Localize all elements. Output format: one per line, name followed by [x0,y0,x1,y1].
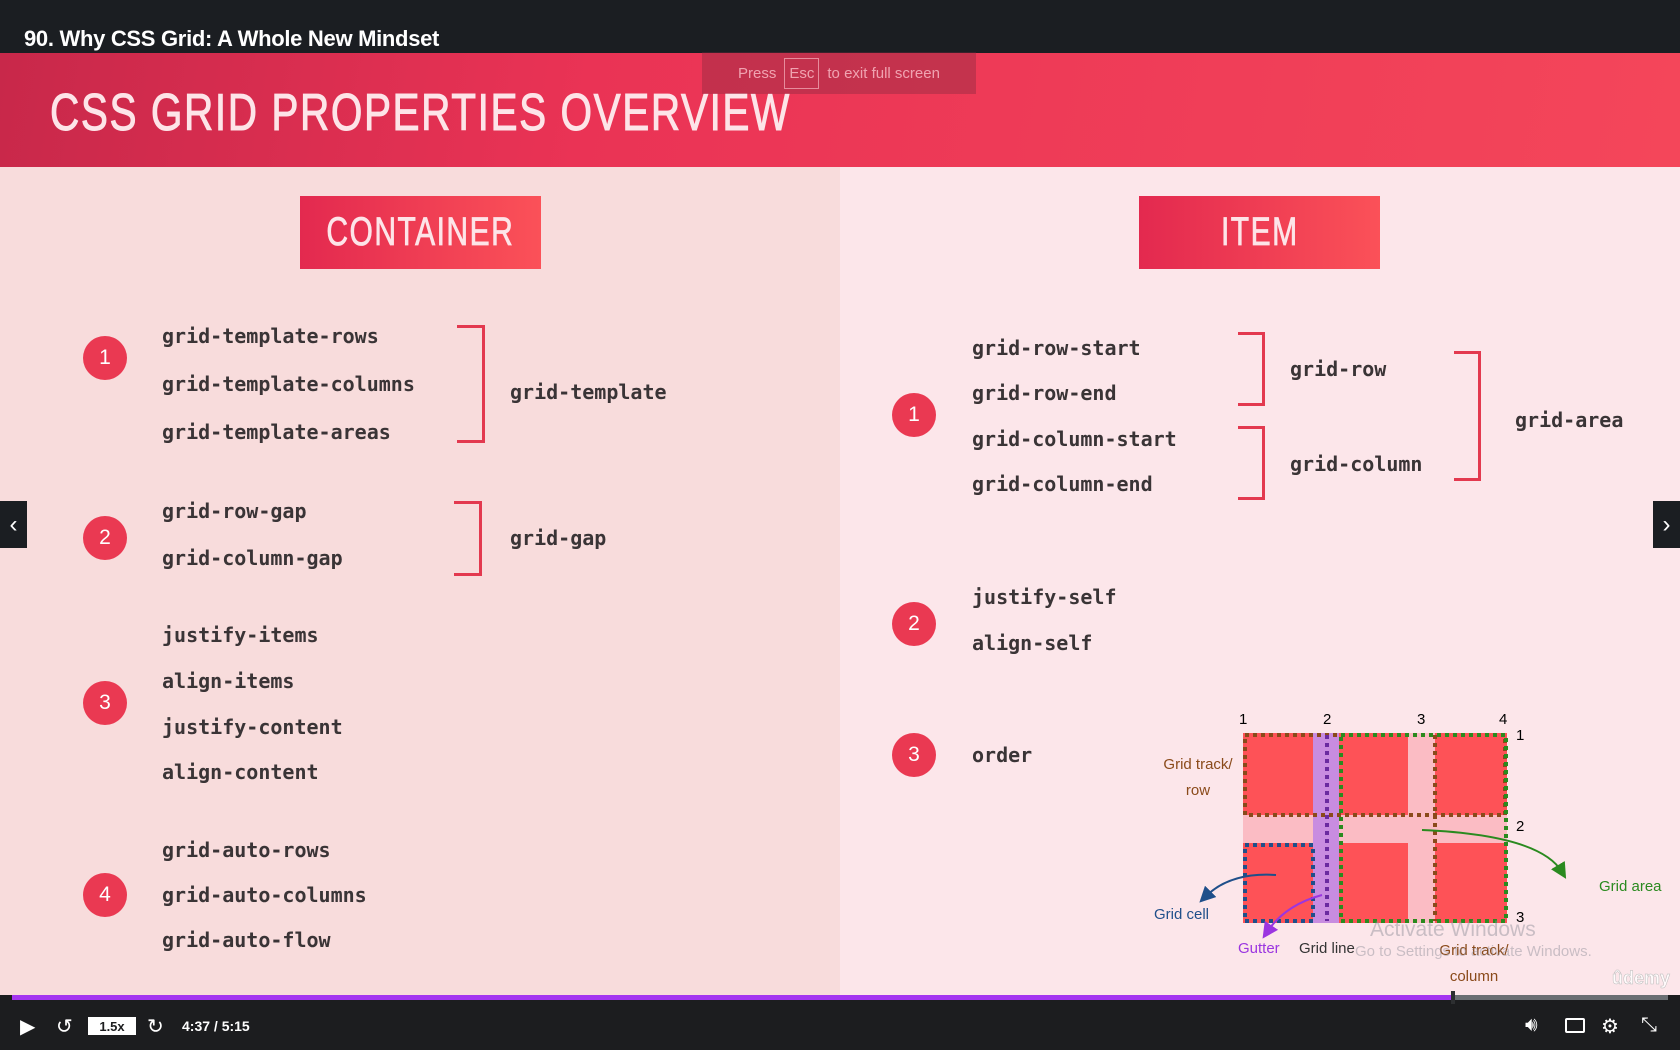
property: justify-content [162,715,343,739]
group-number-badge: 4 [83,873,127,917]
item-header: ITEM [1139,196,1380,269]
gutter-label: Gutter [1238,940,1280,957]
exit-fullscreen-icon[interactable]: ⤡ [1641,1014,1657,1036]
volume-icon[interactable]: 🔊︎ [1525,1014,1538,1036]
lecture-title: 90. Why CSS Grid: A Whole New Mindset [24,26,440,51]
esc-hint-suffix: to exit full screen [827,64,940,82]
group-number-badge: 3 [892,733,936,777]
bracket [457,325,485,443]
esc-key: Esc [784,57,820,89]
group-number-badge: 2 [83,516,127,560]
activate-windows-subtitle: Go to Settings to activate Windows. [1355,943,1592,960]
grid-cell [1435,843,1507,923]
play-icon[interactable]: ▶ [20,1016,36,1038]
row-line-number: 3 [1516,909,1525,926]
next-lecture-button[interactable]: › [1653,501,1680,548]
grid-cell [1435,733,1507,815]
grid-area-arrow [1421,829,1567,879]
property: grid-column-end [972,472,1153,496]
property: grid-template-rows [162,324,379,348]
bracket [454,501,482,576]
captions-icon[interactable] [1565,1018,1585,1033]
progress-handle[interactable] [1450,991,1455,1004]
property: grid-auto-columns [162,883,367,907]
group-number-badge: 1 [892,393,936,437]
grid-cell [1243,843,1313,923]
player-top-bar [0,0,1680,53]
shorthand: grid-column [1290,452,1423,476]
group-number-badge: 1 [83,336,127,380]
udemy-logo: ûdemy [1612,968,1671,989]
grid-cell [1339,843,1408,923]
row-line-number: 1 [1516,727,1525,744]
grid-track-column-label: Grid track/column [1436,938,1512,990]
property: justify-items [162,623,319,647]
column-line-number: 3 [1417,711,1426,728]
label-line: Grid track/ [1439,942,1509,959]
rewind-icon[interactable]: ↺ [56,1016,73,1038]
property: grid-auto-flow [162,928,331,952]
container-header-text: CONTAINER [326,210,515,255]
label-line: Grid track/ [1163,756,1233,773]
column-line-number: 4 [1499,711,1508,728]
exit-fullscreen-hint: Press Esc to exit full screen [702,52,976,94]
property: grid-template-areas [162,420,391,444]
property: grid-column-gap [162,546,343,570]
playback-speed-button[interactable]: 1.5x [88,1017,136,1035]
grid-cell [1243,733,1313,815]
activate-windows-title: Activate Windows [1370,918,1536,941]
grid-cell-outline [1243,843,1315,923]
shorthand: grid-gap [510,526,607,550]
column-line-number: 1 [1239,711,1248,728]
grid-cell [1339,733,1408,815]
property: justify-self [972,585,1117,609]
gutter-arrow [1262,894,1323,939]
group-number-badge: 2 [892,602,936,646]
slide-title: CSS GRID PROPERTIES OVERVIEW [50,84,791,143]
property: grid-row-start [972,336,1141,360]
grid-track-row-label: Grid track/row [1160,752,1236,804]
shorthand: grid-row [1290,357,1387,381]
bracket [1238,426,1265,500]
grid-line-label: Grid line [1299,940,1355,957]
property: grid-row-end [972,381,1117,405]
shorthand: grid-area [1515,408,1624,432]
slide-banner: CSS GRID PROPERTIES OVERVIEW [0,53,1680,167]
shorthand: grid-template [510,380,667,404]
gutter [1313,733,1339,923]
item-header-text: ITEM [1220,210,1299,255]
grid-cell-arrow [1199,873,1277,903]
property: grid-template-columns [162,372,415,396]
previous-lecture-button[interactable]: ‹ [0,501,27,548]
property: grid-column-start [972,427,1177,451]
container-header: CONTAINER [300,196,541,269]
grid-cell-label: Grid cell [1154,906,1210,923]
property: align-items [162,669,295,693]
bracket [1454,351,1481,481]
esc-hint-press: Press [738,64,777,82]
label-line: column [1449,968,1499,985]
property: grid-row-gap [162,499,307,523]
row-line-number: 2 [1516,818,1525,835]
grid-area-outline [1339,733,1508,923]
bracket [1238,332,1265,406]
container-panel [0,167,840,995]
settings-gear-icon[interactable]: ⚙ [1601,1016,1619,1038]
group-number-badge: 3 [83,681,127,725]
progress-fill [12,995,1453,1000]
time-display: 4:37 / 5:15 [182,1018,250,1034]
column-line-number: 2 [1323,711,1332,728]
property: order [972,743,1033,767]
label-line: row [1185,782,1211,799]
forward-icon[interactable]: ↻ [147,1016,164,1038]
grid-area-label: Grid area [1599,878,1662,895]
property: align-self [972,631,1093,655]
property: grid-auto-rows [162,838,331,862]
property: align-content [162,760,319,784]
